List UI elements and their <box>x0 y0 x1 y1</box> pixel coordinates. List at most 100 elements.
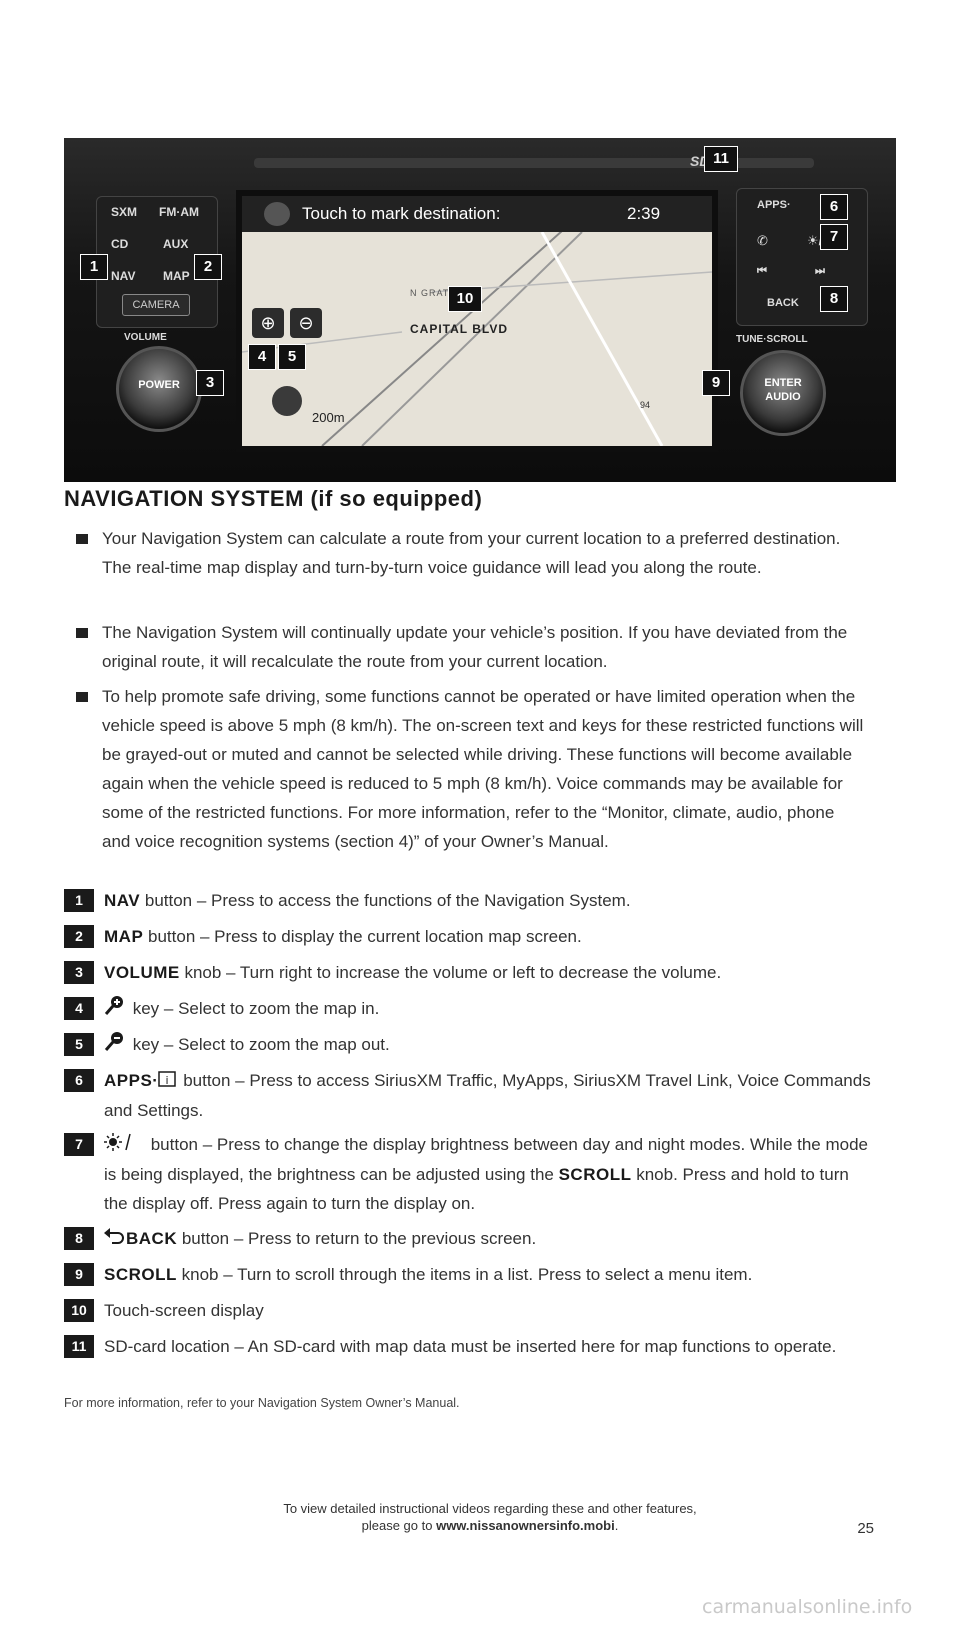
page-number: 25 <box>857 1520 874 1537</box>
bullet-text: To help promote safe driving, some funct… <box>102 687 864 851</box>
callout-10: 10 <box>448 286 482 312</box>
head-unit-photo: SD SXM FM·AM CD AUX NAV MAP CAMERA POWER… <box>64 138 896 482</box>
callout-2: 2 <box>194 254 222 280</box>
screen-banner: Touch to mark destination: 2:39 <box>242 196 712 232</box>
map-roads <box>242 232 712 446</box>
footer-pre: please go to <box>361 1518 437 1533</box>
audio-label: AUDIO <box>765 391 801 403</box>
nav-button: NAV <box>111 269 136 283</box>
zoom-out-key: ⊖ <box>290 308 322 338</box>
apps-button: APPS· <box>757 199 791 211</box>
item-keyword: VOLUME <box>104 963 180 982</box>
bullet-square-icon <box>76 534 88 544</box>
item-7: 7 button – Press to change the display b… <box>64 1130 874 1218</box>
power-label: POWER <box>138 379 180 391</box>
map-street-main: CAPITAL BLVD <box>410 322 508 336</box>
item-number: 10 <box>64 1299 94 1322</box>
item-number: 4 <box>64 997 94 1020</box>
sxm-button: SXM <box>111 205 138 219</box>
item-number: 6 <box>64 1069 94 1092</box>
map-scale: 200m <box>312 410 345 425</box>
enter-label: ENTER <box>764 377 802 389</box>
callout-1: 1 <box>80 254 108 280</box>
bullet-text: The Navigation System will continually u… <box>102 623 848 671</box>
clock: 2:39 <box>627 204 661 223</box>
item-4: 4 key – Select to zoom the map in. <box>64 994 874 1025</box>
item-2: 2 MAP button – Press to display the curr… <box>64 922 874 951</box>
bullet-1: Your Navigation System can calculate a r… <box>76 524 866 582</box>
section-heading: NAVIGATION SYSTEM (if so equipped) <box>64 486 483 511</box>
item-text: key – Select to zoom the map out. <box>128 1035 390 1054</box>
back-arrow-icon <box>104 1225 124 1254</box>
callout-8: 8 <box>820 286 848 312</box>
item-keyword: SCROLL <box>104 1265 177 1284</box>
callout-7: 7 <box>820 224 848 250</box>
item-number: 11 <box>64 1335 94 1358</box>
footer-post: . <box>614 1518 619 1533</box>
footer: To view detailed instructional videos re… <box>190 1500 790 1534</box>
item-5: 5 key – Select to zoom the map out. <box>64 1030 874 1061</box>
info-box-icon: i <box>158 1067 177 1096</box>
aux-button: AUX <box>163 237 189 251</box>
phone-icon: ✆ <box>757 233 768 248</box>
map-street-small: N GRATIOT <box>410 288 468 298</box>
item-text: Touch-screen display <box>104 1301 264 1320</box>
item-11: 11 SD-card location – An SD-card with ma… <box>64 1332 874 1361</box>
watermark: carmanualsonline.info <box>702 1596 913 1618</box>
item-keyword-scroll: SCROLL <box>558 1165 632 1185</box>
item-9: 9 SCROLL knob – Turn to scroll through t… <box>64 1260 874 1289</box>
item-text-cont: knob. Press and hold to turn the display… <box>104 1165 849 1214</box>
right-button-panel: APPS· ✆ ☀/☽ ⏮ ⏭ BACK <box>736 188 868 326</box>
zoom-in-icon <box>104 994 126 1025</box>
item-number: 3 <box>64 961 94 984</box>
callout-5: 5 <box>278 344 306 370</box>
compass-icon <box>272 386 302 416</box>
item-keyword: APPS· <box>104 1071 159 1090</box>
callout-4: 4 <box>248 344 276 370</box>
bullet-square-icon <box>76 628 88 638</box>
item-number: 9 <box>64 1263 94 1286</box>
callout-11: 11 <box>704 146 738 172</box>
item-1: 1 NAV button – Press to access the funct… <box>64 886 874 915</box>
item-text: button – Press to access SiriusXM Traffi… <box>104 1071 871 1121</box>
volume-label: VOLUME <box>124 332 167 343</box>
item-10: 10 Touch-screen display <box>64 1296 874 1325</box>
footer-line-2: please go to www.nissanownersinfo.mobi. <box>190 1517 790 1534</box>
callout-3: 3 <box>196 370 224 396</box>
prev-track-icon: ⏮ <box>757 265 767 277</box>
item-text: button – Press to display the current lo… <box>143 927 582 946</box>
map-button: MAP <box>163 269 190 283</box>
touch-screen-display: Touch to mark destination: 2:39 ⊕ ⊖ N GR… <box>236 190 718 452</box>
item-text: SD-card location – An SD-card with map d… <box>104 1337 837 1356</box>
item-keyword: BACK <box>126 1229 178 1248</box>
bullet-3: To help promote safe driving, some funct… <box>76 682 866 856</box>
checkered-flag-icon <box>264 202 290 226</box>
item-keyword: MAP <box>104 927 144 946</box>
item-text: knob – Turn to scroll through the items … <box>176 1265 753 1284</box>
footer-link[interactable]: www.nissanownersinfo.mobi <box>436 1518 615 1533</box>
cd-button: CD <box>111 237 129 251</box>
item-3: 3 VOLUME knob – Turn right to increase t… <box>64 958 874 987</box>
sd-card-slot <box>254 158 814 168</box>
bullet-2: The Navigation System will continually u… <box>76 618 866 676</box>
item-text: button – Press to change the display bri… <box>104 1135 869 1185</box>
bullet-square-icon <box>76 692 88 702</box>
svg-text:i: i <box>166 1074 169 1087</box>
callout-6: 6 <box>820 194 848 220</box>
item-8: 8 BACK button – Press to return to the p… <box>64 1224 874 1254</box>
callout-9: 9 <box>702 370 730 396</box>
item-text: button – Press to access the functions o… <box>140 891 631 910</box>
next-track-icon: ⏭ <box>815 265 825 277</box>
item-keyword: NAV <box>104 891 141 910</box>
item-number: 7 <box>64 1133 94 1156</box>
item-number: 2 <box>64 925 94 948</box>
brightness-day-night-icon <box>104 1131 144 1160</box>
zoom-out-icon <box>104 1030 126 1061</box>
item-number: 5 <box>64 1033 94 1056</box>
route-shield: 94 <box>640 400 651 410</box>
camera-button: CAMERA <box>122 294 190 316</box>
fm-am-button: FM·AM <box>159 205 199 219</box>
back-button: BACK <box>767 297 799 309</box>
scroll-knob: ENTER AUDIO <box>740 350 826 436</box>
zoom-in-key: ⊕ <box>252 308 284 338</box>
